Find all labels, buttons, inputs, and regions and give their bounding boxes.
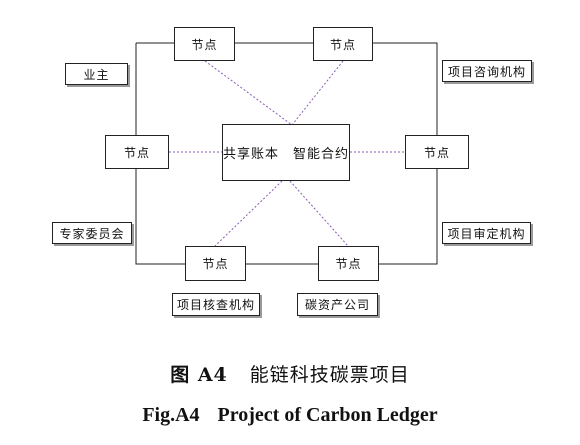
node-label: 节点 (335, 257, 362, 271)
caption-en-number: Fig.A4 (142, 404, 200, 426)
caption-cn-title: 能链科技碳票项目 (249, 364, 410, 386)
shared-ledger-label: 共享账本 智能合约 (223, 147, 350, 162)
node-label: 节点 (329, 37, 356, 52)
node-label: 节点 (123, 145, 150, 160)
node-top-left: 节点 (174, 27, 235, 61)
link-bottom-left (214, 180, 283, 247)
node-label: 节点 (191, 37, 218, 52)
caption-english: Fig.A4 Project of Carbon Ledger (0, 404, 580, 427)
link-top-left (204, 60, 293, 126)
node-label: 节点 (202, 257, 229, 271)
node-left: 节点 (105, 135, 169, 169)
verification-agency-label-box: 项目核查机构 (172, 293, 260, 316)
node-label: 节点 (423, 145, 450, 160)
node-bottom-right: 节点 (318, 246, 379, 281)
link-bottom-right (289, 180, 349, 247)
node-bottom-left: 节点 (185, 246, 246, 281)
shared-ledger-box: 共享账本 智能合约 (222, 124, 350, 181)
node-right: 节点 (405, 135, 469, 169)
ring-line-bottom-left (135, 169, 185, 265)
owner-label-box: 业主 (65, 63, 128, 85)
link-top-right (291, 60, 344, 126)
ring-line-right (379, 169, 438, 265)
node-top-right: 节点 (313, 27, 373, 61)
consulting-agency-label-box: 项目咨询机构 (442, 60, 532, 82)
caption-chinese: 图 A4 能链科技碳票项目 (0, 360, 580, 387)
caption-cn-number: 图 A4 (170, 364, 228, 386)
ring-line-top-right (373, 42, 438, 135)
approval-agency-label-box: 项目审定机构 (442, 222, 531, 244)
carbon-asset-company-label-box: 碳资产公司 (297, 293, 378, 316)
expert-committee-label-box: 专家委员会 (52, 222, 132, 244)
caption-en-title: Project of Carbon Ledger (217, 404, 438, 426)
